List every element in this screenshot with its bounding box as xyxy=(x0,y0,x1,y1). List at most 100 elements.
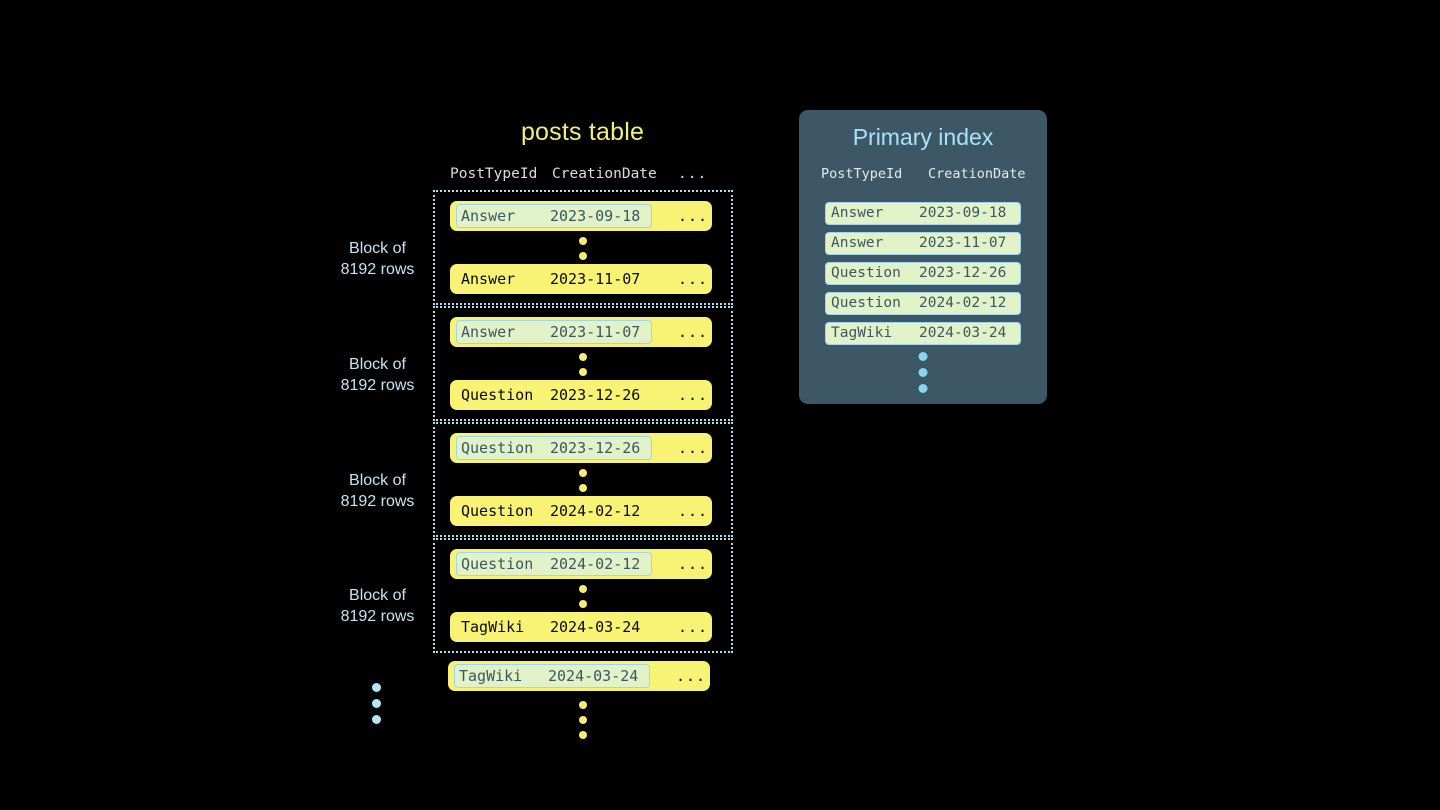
table-row: Question 2023-12-26 ... xyxy=(450,380,712,410)
cell-posttypeid: Question xyxy=(461,386,534,404)
cell-creationdate: 2024-02-12 xyxy=(550,555,641,573)
posts-table-title: posts table xyxy=(520,118,645,146)
block-caption-line1: Block of xyxy=(349,472,406,489)
cell-posttypeid: Question xyxy=(831,265,901,281)
column-header-ellipsis: ... xyxy=(678,166,708,182)
index-entry-highlight xyxy=(456,436,652,460)
column-header-creationdate: CreationDate xyxy=(928,166,1026,182)
index-continuation-dots xyxy=(918,352,928,393)
table-row: TagWiki 2024-03-24 ... xyxy=(450,612,712,642)
cell-posttypeid: Answer xyxy=(461,270,516,288)
cell-posttypeid: Answer xyxy=(461,323,516,341)
index-entry-highlight xyxy=(456,552,652,576)
cell-ellipsis: ... xyxy=(676,667,707,685)
column-header-creationdate: CreationDate xyxy=(552,166,657,182)
column-header-posttypeid: PostTypeId xyxy=(821,166,903,182)
block-caption: Block of 8192 rows xyxy=(330,238,425,280)
cell-creationdate: 2023-12-26 xyxy=(550,439,641,457)
table-continuation-dots xyxy=(579,701,587,739)
cell-creationdate: 2023-09-18 xyxy=(919,205,1007,221)
block-caption-line1: Block of xyxy=(349,240,406,257)
cell-ellipsis: ... xyxy=(678,386,709,404)
cell-creationdate: 2023-12-26 xyxy=(919,265,1007,281)
index-entry-highlight xyxy=(456,320,652,344)
cell-ellipsis: ... xyxy=(678,618,709,636)
primary-index-rows: Answer 2023-09-18 Answer 2023-11-07 Ques… xyxy=(825,202,1021,352)
table-row: Answer 2023-11-07 ... xyxy=(450,264,712,294)
posts-table-blocks: Answer 2023-09-18 ... Answer 2023-11-07 … xyxy=(433,190,733,653)
cell-posttypeid: Answer xyxy=(831,205,884,221)
cell-ellipsis: ... xyxy=(678,323,709,341)
primary-index-title: Primary index xyxy=(852,124,994,150)
cell-posttypeid: Question xyxy=(461,439,534,457)
dot xyxy=(579,585,587,593)
block-caption-line2: 8192 rows xyxy=(340,377,415,394)
cell-posttypeid: Question xyxy=(831,295,901,311)
cell-posttypeid: Question xyxy=(461,502,534,520)
cell-creationdate: 2023-11-07 xyxy=(550,270,641,288)
dot xyxy=(579,237,587,245)
cell-creationdate: 2023-11-07 xyxy=(550,323,641,341)
table-row: Question 2023-12-26 ... xyxy=(450,433,712,463)
index-row: Question 2023-12-26 xyxy=(825,262,1021,285)
dot xyxy=(579,252,587,260)
primary-index-panel: Primary index PostTypeId CreationDate An… xyxy=(799,110,1047,404)
dot xyxy=(372,715,381,724)
block-caption-line2: 8192 rows xyxy=(340,493,415,510)
primary-index-column-headers: PostTypeId CreationDate xyxy=(821,166,1031,186)
index-row: Answer 2023-11-07 xyxy=(825,232,1021,255)
cell-creationdate: 2023-09-18 xyxy=(550,207,641,225)
dot xyxy=(579,600,587,608)
table-row: Question 2024-02-12 ... xyxy=(450,496,712,526)
table-block: Answer 2023-09-18 ... Answer 2023-11-07 … xyxy=(433,190,733,305)
cell-ellipsis: ... xyxy=(678,270,709,288)
column-header-posttypeid: PostTypeId xyxy=(450,166,538,182)
table-block: Question 2023-12-26 ... Question 2024-02… xyxy=(433,422,733,537)
block-caption-line1: Block of xyxy=(349,356,406,373)
dot xyxy=(918,384,928,393)
cell-creationdate: 2023-12-26 xyxy=(550,386,641,404)
index-entry-highlight xyxy=(454,664,650,688)
dot xyxy=(918,368,928,377)
cell-posttypeid: Answer xyxy=(461,207,516,225)
cell-posttypeid: TagWiki xyxy=(461,618,525,636)
block-caption: Block of 8192 rows xyxy=(330,354,425,396)
cell-creationdate: 2024-03-24 xyxy=(548,667,639,685)
cell-ellipsis: ... xyxy=(678,502,709,520)
index-entry-highlight xyxy=(456,204,652,228)
posts-table-column-headers: PostTypeId CreationDate ... xyxy=(450,166,733,188)
block-caption: Block of 8192 rows xyxy=(330,585,425,627)
index-row: Answer 2023-09-18 xyxy=(825,202,1021,225)
index-row: Question 2024-02-12 xyxy=(825,292,1021,315)
table-row: Question 2024-02-12 ... xyxy=(450,549,712,579)
dot xyxy=(579,368,587,376)
cell-ellipsis: ... xyxy=(678,207,709,225)
cell-creationdate: 2024-02-12 xyxy=(919,295,1007,311)
cell-creationdate: 2024-03-24 xyxy=(550,618,641,636)
table-block: Answer 2023-11-07 ... Question 2023-12-2… xyxy=(433,306,733,421)
cell-creationdate: 2024-02-12 xyxy=(550,502,641,520)
block-caption-line2: 8192 rows xyxy=(340,608,415,625)
table-row: Answer 2023-11-07 ... xyxy=(450,317,712,347)
block-caption-line1: Block of xyxy=(349,587,406,604)
table-row: Answer 2023-09-18 ... xyxy=(450,201,712,231)
dot xyxy=(579,731,587,739)
cell-posttypeid: Answer xyxy=(831,235,884,251)
dot xyxy=(372,683,381,692)
dot xyxy=(372,699,381,708)
cell-ellipsis: ... xyxy=(678,555,709,573)
cell-posttypeid: TagWiki xyxy=(831,325,893,341)
index-row: TagWiki 2024-03-24 xyxy=(825,322,1021,345)
table-row-trailing: TagWiki 2024-03-24 ... xyxy=(448,661,710,691)
block-continuation-dots xyxy=(372,683,381,724)
dot xyxy=(579,484,587,492)
block-caption-line2: 8192 rows xyxy=(340,261,415,278)
dot xyxy=(579,353,587,361)
dot xyxy=(918,352,928,361)
dot xyxy=(579,716,587,724)
cell-creationdate: 2024-03-24 xyxy=(919,325,1007,341)
cell-posttypeid: TagWiki xyxy=(459,667,523,685)
dot xyxy=(579,701,587,709)
dot xyxy=(579,469,587,477)
